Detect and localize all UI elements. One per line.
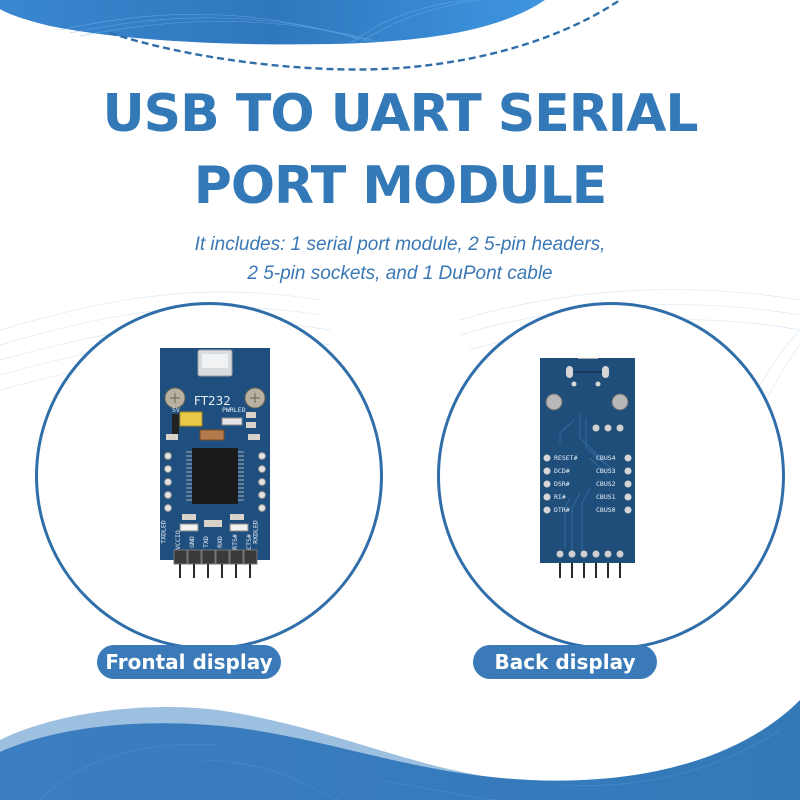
pcb-label-dsr: DSR# [554,480,570,488]
pcb-label-dtr: DTR# [554,506,570,514]
back-pcb-image: RESET# DCD# DSR# RI# DTR# CBUS4 CBUS3 CB… [540,355,635,578]
chip-label: FT232 [194,394,231,408]
pin-label-txd: TXD [201,536,210,548]
pcb-label-reset: RESET# [554,454,578,462]
page-title-line-2: PORT MODULE [193,156,608,216]
pcb-label-cbus0: CBUS0 [596,506,616,514]
pcb-label-pwrled: PWRLED [222,406,246,414]
pcb-label-rxdled: RXDLED [251,520,260,544]
pcb-label-dcd: DCD# [554,467,570,475]
pin-label-gnd: GND [187,536,196,548]
pin-label-rxd: RXD [215,536,224,548]
pcb-label-ri: RI# [554,493,566,501]
subtitle-line-2: 2 5-pin sockets, and 1 DuPont cable [247,263,553,284]
pin-label-cts: CTS# [244,534,253,550]
subtitle-line-1: It includes: 1 serial port module, 2 5-p… [194,234,606,255]
pcb-label-txdled: TXDLED [159,520,168,544]
pcb-label-cbus4: CBUS4 [596,454,616,462]
page-title-line-1: USB TO UART SERIAL [102,84,698,144]
frontal-display-label: Frontal display [97,645,281,679]
front-pcb-image: FT232 5V PWRLED TXDLED RXDLED VCCIO GND … [160,348,270,578]
pin-label-vccio: VCCIO [173,530,182,550]
pin-label-rts: RTS# [230,534,239,550]
pcb-label-cbus1: CBUS1 [596,493,616,501]
pcb-label-5v: 5V [172,406,180,414]
back-display-label: Back display [473,645,657,679]
pcb-label-cbus3: CBUS3 [596,467,616,475]
pcb-label-cbus2: CBUS2 [596,480,616,488]
